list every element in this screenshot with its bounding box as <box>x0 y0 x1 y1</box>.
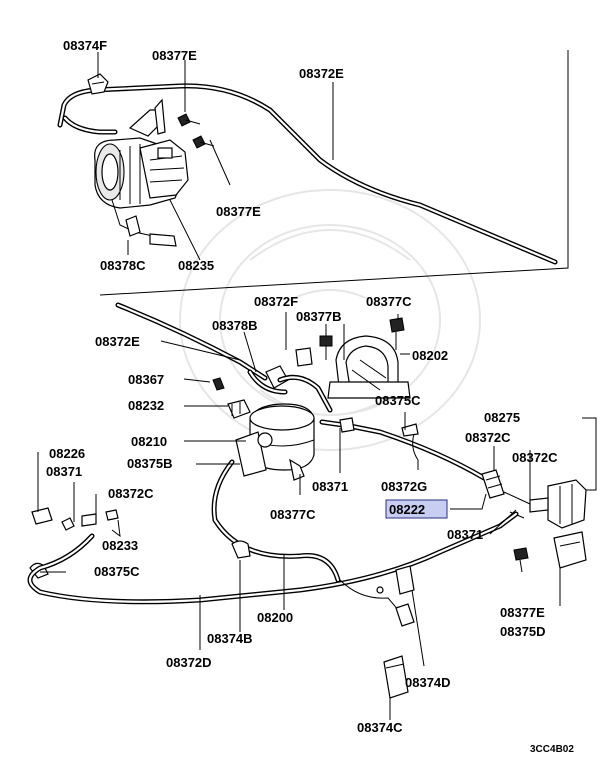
lower-assembly <box>27 302 597 720</box>
label-08226[interactable]: 08226 <box>49 446 85 461</box>
label-08378C[interactable]: 08378C <box>100 258 146 273</box>
label-08372C-right-a[interactable]: 08372C <box>465 430 511 445</box>
part-labels: 08374F 08377E 08372E 08377E 08378C 08235… <box>46 38 574 755</box>
label-08377C-center[interactable]: 08377C <box>270 507 316 522</box>
label-08372G[interactable]: 08372G <box>381 479 427 494</box>
figure-code: 3CC4B02 <box>530 744 574 755</box>
label-08377E-lower[interactable]: 08377E <box>500 605 545 620</box>
label-08235[interactable]: 08235 <box>178 258 214 273</box>
label-08372E-top[interactable]: 08372E <box>299 66 344 81</box>
label-08371-center[interactable]: 08371 <box>312 479 348 494</box>
label-08377B[interactable]: 08377B <box>296 309 342 324</box>
label-08371-right[interactable]: 08371 <box>447 527 483 542</box>
label-08372F[interactable]: 08372F <box>254 294 298 309</box>
label-08374F[interactable]: 08374F <box>63 38 107 53</box>
upper-assembly <box>57 50 569 296</box>
highlighted-part-08222[interactable]: 08222 <box>385 499 448 519</box>
label-08375D[interactable]: 08375D <box>500 624 546 639</box>
label-08372C-right-b[interactable]: 08372C <box>512 450 558 465</box>
label-08374B[interactable]: 08374B <box>207 631 253 646</box>
label-08374C[interactable]: 08374C <box>357 720 403 735</box>
highlight-box <box>385 499 448 519</box>
label-08378B[interactable]: 08378B <box>212 318 258 333</box>
label-08275[interactable]: 08275 <box>484 410 520 425</box>
watermark-logo <box>179 189 481 451</box>
label-08222[interactable]: 08222 <box>389 502 425 517</box>
label-08202[interactable]: 08202 <box>412 348 448 363</box>
label-08367[interactable]: 08367 <box>128 372 164 387</box>
label-08377E-top[interactable]: 08377E <box>152 48 197 63</box>
label-08232[interactable]: 08232 <box>128 398 164 413</box>
label-08233[interactable]: 08233 <box>102 538 138 553</box>
label-08375B[interactable]: 08375B <box>127 456 173 471</box>
label-08372D[interactable]: 08372D <box>166 655 212 670</box>
label-08371-left[interactable]: 08371 <box>46 464 82 479</box>
label-08377C-top[interactable]: 08377C <box>366 294 412 309</box>
label-08375C-left[interactable]: 08375C <box>94 564 140 579</box>
label-08372C-left[interactable]: 08372C <box>108 486 154 501</box>
label-08375C-mid[interactable]: 08375C <box>375 393 421 408</box>
label-08374D[interactable]: 08374D <box>405 675 451 690</box>
label-08377E-upper[interactable]: 08377E <box>216 204 261 219</box>
label-08200[interactable]: 08200 <box>257 610 293 625</box>
label-08210[interactable]: 08210 <box>131 434 167 449</box>
label-08372E-mid[interactable]: 08372E <box>95 334 140 349</box>
